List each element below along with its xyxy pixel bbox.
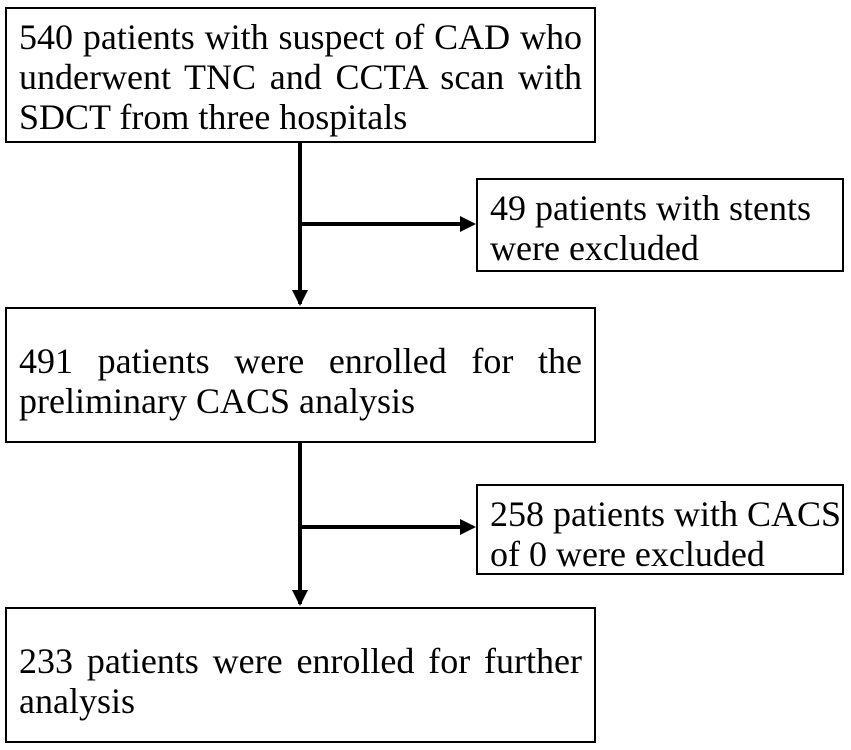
exclusion1-box: 49 patients with stents were excluded [476,178,844,272]
step2-line-2: preliminary CACS analysis [19,381,415,421]
exclusion1-line-1: 49 patients with stents [490,188,811,228]
step3-line-2: analysis [19,681,135,721]
step1-line-2: underwent TNC and CCTA scan with [19,57,582,97]
arrowhead-step2 [292,290,308,306]
arrowhead-exclusion2 [460,519,476,535]
arrowhead-exclusion1 [460,216,476,232]
step3-line-1: 233 patients were enrolled for further [19,641,582,681]
arrowhead-step3 [292,590,308,606]
step3-box: 233 patients were enrolled for further a… [5,607,596,743]
step1-line-1: 540 patients with suspect of CAD who [19,17,582,57]
step2-line-1: 491 patients were enrolled for the [19,341,582,381]
step2-box: 491 patients were enrolled for the preli… [5,307,596,443]
exclusion2-box: 258 patients with CACS of 0 were exclude… [476,484,844,575]
exclusion1-line-2: were excluded [490,228,699,268]
exclusion2-line-1: 258 patients with CACS [490,494,842,534]
step1-line-3: SDCT from three hospitals [19,97,408,137]
exclusion2-line-2: of 0 were excluded [490,534,765,574]
step1-box: 540 patients with suspect of CAD who und… [5,7,596,143]
